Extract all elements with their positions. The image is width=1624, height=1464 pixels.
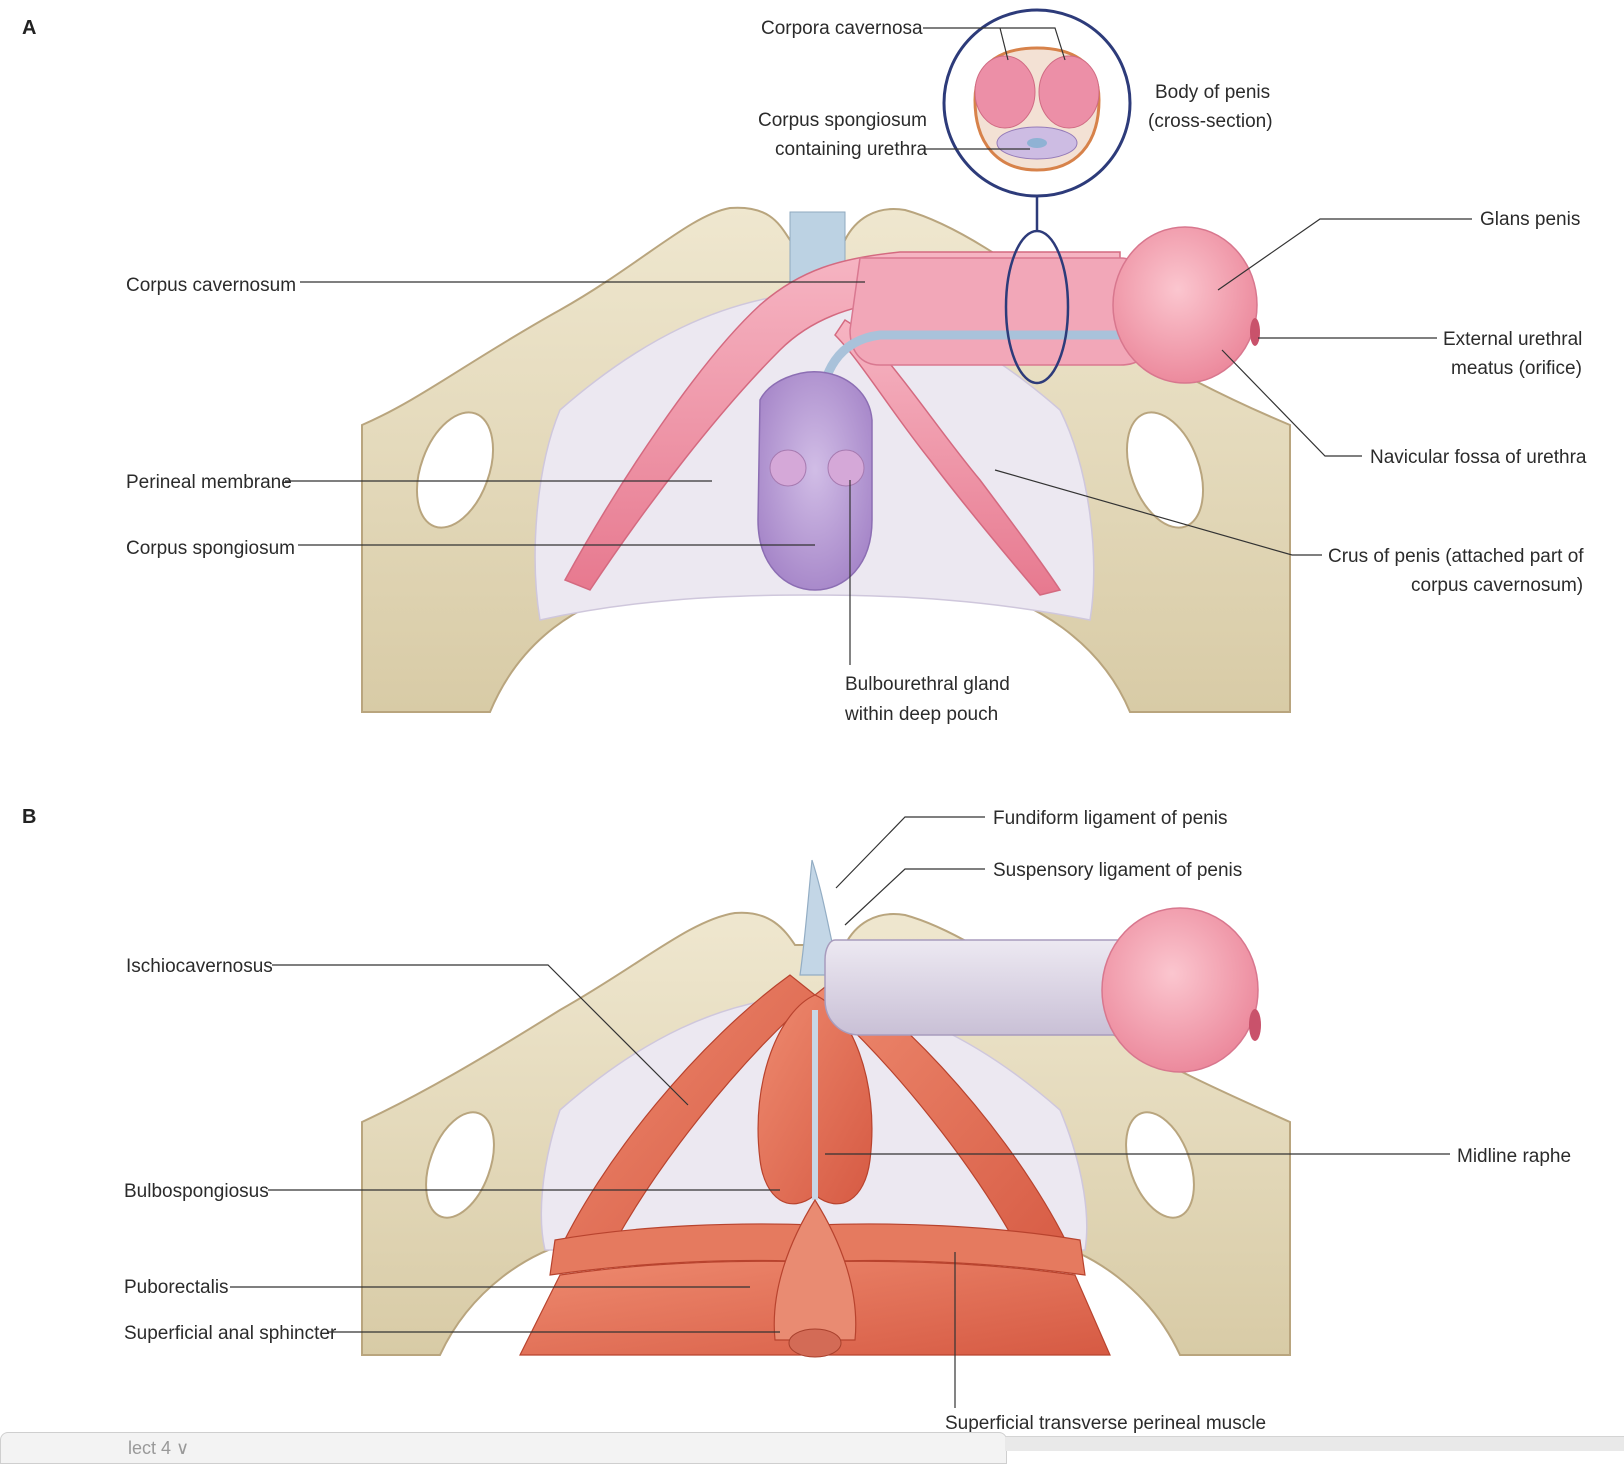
bottom-tab-label[interactable]: lect 4 ∨ [128,1438,190,1458]
label-corpus-spongiosum-urethra-1: Corpus spongiosum [758,110,927,131]
label-crus-2: corpus cavernosum) [1411,575,1583,596]
glans-penis-a [1112,226,1258,384]
leader-corpora-cavernosa [923,27,1066,61]
panel-a-labels: Corpora cavernosa Corpus spongiosum cont… [126,18,1587,725]
external-urethral-meatus-b [1249,1009,1261,1041]
bulbourethral-gland-left-a [769,449,807,487]
label-glans-penis: Glans penis [1480,209,1580,230]
obturator-left-a [416,411,494,529]
external-urethral-meatus-a [1250,318,1260,346]
cross-section-urethra-a [1027,138,1047,148]
obturator-right-b [1125,1111,1195,1219]
leader-ischiocavernosus [272,964,689,1106]
label-bulbospongiosus: Bulbospongiosus [124,1181,269,1202]
anus-b [788,1328,842,1358]
label-superficial-anal-sphincter: Superficial anal sphincter [124,1323,337,1344]
label-ischiocavernosus: Ischiocavernosus [126,956,273,977]
label-body-of-penis-1: Body of penis [1155,82,1270,103]
bottom-tab-bar-filler [1005,1436,1624,1451]
bulb-of-penis-a [757,371,873,591]
label-external-urethral-2: meatus (orifice) [1451,358,1582,379]
bulbourethral-gland-right-a [827,449,865,487]
ischiocavernosus-left-b [554,974,816,1271]
label-bulbourethral-2: within deep pouch [844,704,998,725]
label-corpus-spongiosum-urethra-2: containing urethra [775,139,928,160]
label-fundiform: Fundiform ligament of penis [993,808,1227,829]
label-perineal-membrane: Perineal membrane [126,472,292,493]
leader-navicular-fossa [1221,349,1362,457]
label-suspensory: Suspensory ligament of penis [993,860,1242,881]
leader-fundiform [835,816,985,889]
panel-letter-a: A [22,17,36,39]
label-corpus-spongiosum: Corpus spongiosum [126,538,295,559]
leader-crus [994,469,1322,556]
label-bulbourethral-1: Bulbourethral gland [845,674,1010,695]
obturator-left-b [425,1111,495,1219]
label-external-urethral-1: External urethral [1443,329,1582,350]
label-superficial-transverse: Superficial transverse perineal muscle [945,1413,1266,1434]
panel-letter-b: B [22,806,36,828]
panel-a-illustration [361,8,1291,713]
label-puborectalis: Puborectalis [124,1277,229,1298]
glans-penis-b [1101,907,1259,1073]
label-navicular-fossa: Navicular fossa of urethra [1370,447,1587,468]
label-midline-raphe: Midline raphe [1457,1146,1571,1167]
leader-glans-penis [1217,218,1472,291]
label-crus-1: Crus of penis (attached part of [1328,546,1584,567]
cross-section-cavernosum-left-a [974,55,1036,129]
panel-b-labels: Fundiform ligament of penis Suspensory l… [124,808,1571,1434]
label-body-of-penis-2: (cross-section) [1148,111,1273,132]
panel-b-illustration [361,859,1291,1358]
penile-shaft-a [849,257,1151,366]
crus-right-a [834,319,1062,596]
label-corpora-cavernosa: Corpora cavernosa [761,18,923,39]
cross-section-cavernosum-right-a [1038,55,1100,129]
obturator-right-a [1126,411,1204,529]
label-corpus-cavernosum: Corpus cavernosum [126,275,296,296]
leader-suspensory [844,868,985,926]
